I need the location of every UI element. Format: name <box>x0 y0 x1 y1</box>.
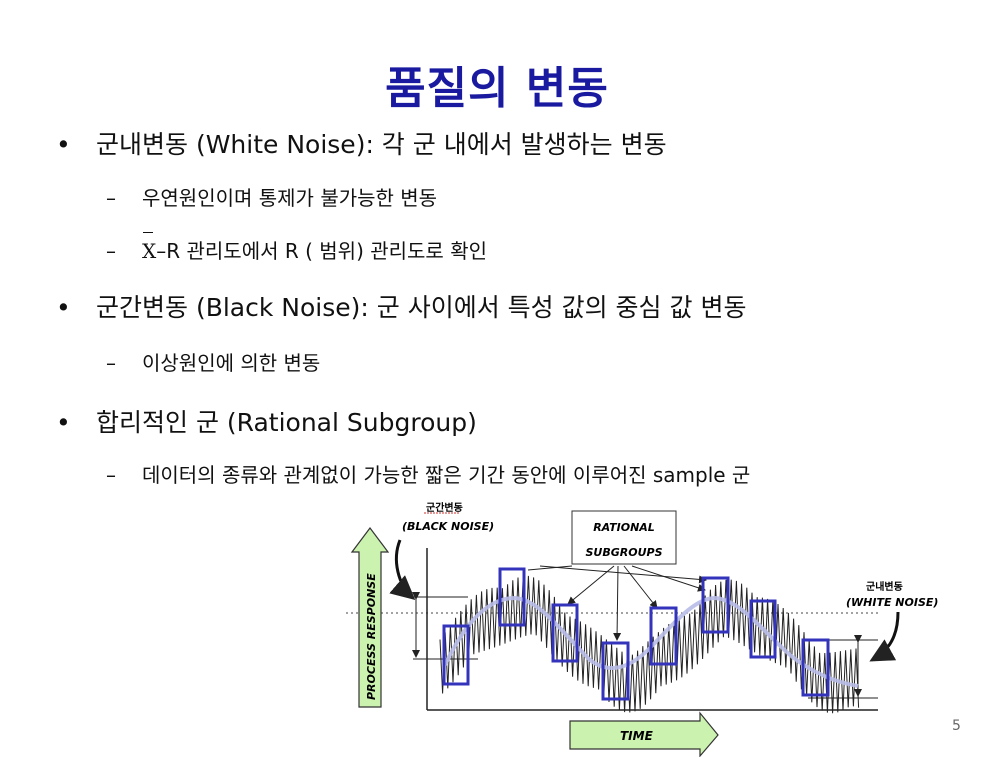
subgroup-box-4 <box>601 641 630 701</box>
subgroup-pointer-lines <box>527 565 707 641</box>
black-noise-kr-label: 군간변동 <box>426 501 463 514</box>
rational-label: RATIONAL <box>593 521 655 534</box>
subgroup-box-1 <box>442 624 470 686</box>
subgroups-label: SUBGROUPS <box>585 546 662 559</box>
bullet-text: 군내변동 (White Noise): 각 군 내에서 발생하는 변동 <box>96 130 667 159</box>
subgroup-box-6 <box>701 576 730 634</box>
bullet-text: 군간변동 (Black Noise): 군 사이에서 특성 값의 중심 값 변동 <box>96 293 747 322</box>
time-arrow: TIME <box>569 711 719 757</box>
page-number: 5 <box>952 718 961 734</box>
dash-marker: – <box>106 463 116 487</box>
sub-text: 우연원인이며 통제가 불가능한 변동 <box>142 186 438 210</box>
x-axis-label: TIME <box>620 729 654 743</box>
subgroup-boxes <box>442 567 830 701</box>
subgroup-box-7 <box>749 599 777 659</box>
black-noise-pointer-arrow <box>389 539 416 600</box>
dash-marker: – <box>106 186 116 210</box>
subgroup-box-3 <box>551 603 579 663</box>
bullet-marker: • <box>56 293 71 322</box>
white-noise-pointer-arrow <box>869 611 900 662</box>
subgroup-box-5 <box>649 606 678 666</box>
x-bar-symbol: X <box>142 232 157 263</box>
process-response-arrow: PROCESS RESPONSE <box>350 527 390 708</box>
sub-text: 데이터의 종류와 관계없이 가능한 짧은 기간 동안에 이루어진 sample … <box>142 463 751 487</box>
bullet-marker: • <box>56 408 71 437</box>
black-noise-en-label: (BLACK NOISE) <box>402 520 494 533</box>
white-noise-signal <box>439 575 860 714</box>
sub-text: –R 관리도에서 R ( 범위) 관리도로 확인 <box>156 239 487 263</box>
white-noise-en-label: (WHITE NOISE) <box>846 596 938 609</box>
noise-zigzag-path <box>439 575 860 714</box>
rational-subgroups-box: RATIONAL SUBGROUPS <box>571 510 677 565</box>
bullet-text: 합리적인 군 (Rational Subgroup) <box>96 408 477 437</box>
white-noise-kr-label: 군내변동 <box>866 580 903 593</box>
bullet-marker: • <box>56 130 71 159</box>
subgroup-box-2 <box>498 567 526 627</box>
sub-text: 이상원인에 의한 변동 <box>142 351 321 375</box>
black-noise-annotation: 군간변동 (BLACK NOISE) <box>389 501 494 600</box>
subgroup-box-8 <box>801 638 830 697</box>
white-noise-annotation: 군내변동 (WHITE NOISE) <box>846 580 938 662</box>
y-axis-label: PROCESS RESPONSE <box>365 573 378 700</box>
slide-title: 품질의 변동 <box>385 63 609 114</box>
dash-marker: – <box>106 351 116 375</box>
dash-marker: – <box>106 239 116 263</box>
